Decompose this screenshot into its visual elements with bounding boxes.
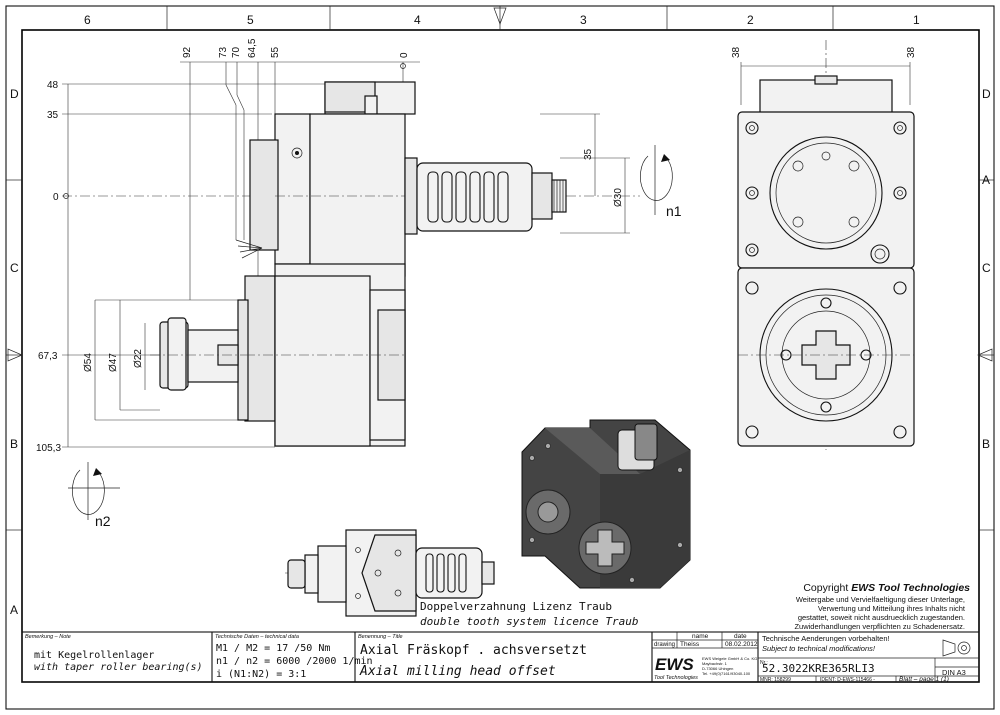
name-header: name (692, 633, 709, 640)
dim-55: 55 (270, 46, 281, 58)
drawing-date: 08.02.2012 (725, 641, 758, 648)
dim-73: 73 (218, 46, 229, 58)
title-block (21, 631, 980, 683)
row-c-left: C (10, 261, 19, 275)
dim-spindle-35: 35 (583, 148, 594, 160)
dim-d47: Ø47 (108, 353, 119, 372)
row-b-left: B (10, 437, 18, 451)
dim-92: 92 (182, 46, 193, 58)
dim-0: 0 (53, 192, 59, 203)
rotation-n1-symbol (640, 145, 673, 215)
col-2: 2 (747, 13, 754, 27)
copyright-line-3: gestattet, soweit nicht ausdruecklich zu… (798, 613, 965, 622)
dim-d22: Ø22 (133, 349, 144, 368)
tech-ratio: i (N1:N2) = 3:1 (216, 669, 306, 680)
remark-en: with taper roller bearing(s) (34, 662, 203, 673)
title-de: Axial Fräskopf . achsversetzt (360, 643, 587, 658)
row-b-right: B (982, 437, 990, 451)
dim-end-38-right: 38 (906, 46, 917, 58)
top-view (285, 529, 495, 617)
company-line-2: Maybachstr. 1 (702, 661, 728, 666)
tech-torque: M1 / M2 = 17 /50 Nm (216, 643, 330, 654)
front-view (62, 61, 640, 448)
ident: IDENT: D-EWS-115466 - (820, 677, 875, 683)
rotation-n2-symbol (68, 462, 120, 520)
mnr: MNR: 158299 (760, 677, 791, 683)
copyright-line-2: Verwertung und Mitteilung ihres Inhalts … (818, 604, 966, 613)
sheet-page: Blatt – page 1 (1) (899, 676, 949, 683)
company-line-3: D-73066 Uhingen (702, 666, 733, 671)
ews-logo: EWS (655, 655, 694, 674)
isometric-view (521, 419, 691, 589)
rotation-n1-label: n1 (666, 203, 682, 219)
drawing-name: Theiss (680, 641, 700, 648)
dim-spindle-d30: Ø30 (613, 188, 624, 207)
note-double-tooth-de: Doppelverzahnung Lizenz Traub (420, 600, 612, 613)
left-center-mark (7, 348, 23, 362)
col-6: 6 (84, 13, 91, 27)
row-c-right: C (982, 261, 991, 275)
ews-logo-sub: Tool Technologies (654, 675, 698, 681)
note-double-tooth-en: double tooth system licence Traub (420, 615, 639, 628)
title-en: Axial milling head offset (359, 664, 556, 679)
part-number: 52.3022KRE365RLI3 (762, 662, 875, 675)
title-header: Benennung – Title (358, 634, 403, 640)
company-line-1: EWS Weigele GmbH & Co. KG (702, 656, 757, 661)
nr-label: Nr.: (760, 660, 768, 666)
date-header: date (734, 633, 747, 640)
copyright-line-1: Weitergabe und Vervielfaeltigung dieser … (796, 595, 965, 604)
tech-speed: n1 / n2 = 6000 /2000 1/min (216, 656, 373, 667)
company-line-4: Tel. +49(0)7161/93040-100 (702, 671, 751, 676)
col-3: 3 (580, 13, 587, 27)
copyright-line-4: Zuwiderhandlungen verpflichten zu Schade… (794, 622, 965, 631)
dim-end-38-left: 38 (731, 46, 742, 58)
drawing-label: drawing (654, 642, 675, 648)
remark-header: Bemerkung – Note (25, 634, 71, 640)
dim-105-3: 105,3 (36, 443, 61, 454)
dim-35: 35 (47, 110, 59, 121)
right-center-mark (977, 348, 993, 362)
tech-header: Technische Daten – technical data (215, 634, 299, 640)
dim-0-top: 0 (399, 52, 410, 58)
row-d-right: D (982, 87, 991, 101)
dim-64-5: 64,5 (247, 38, 258, 58)
end-view (737, 40, 915, 450)
remark-de: mit Kegelrollenlager (34, 650, 154, 661)
col-5: 5 (247, 13, 254, 27)
dim-67-3: 67,3 (38, 351, 58, 362)
paper-format: DIN A3 (942, 668, 966, 677)
col-1: 1 (913, 13, 920, 27)
row-d-left: D (10, 87, 19, 101)
copyright-heading: Copyright EWS Tool Technologies (803, 582, 970, 594)
change-note-de: Technische Aenderungen vorbehalten! (762, 634, 890, 643)
row-a-left: A (10, 603, 18, 617)
rotation-n2-label: n2 (95, 513, 111, 529)
dim-d54: Ø54 (83, 353, 94, 372)
top-center-mark (493, 7, 507, 25)
col-4: 4 (414, 13, 421, 27)
change-note-en: Subject to technical modifications! (762, 644, 876, 653)
dim-48: 48 (47, 80, 59, 91)
dim-70: 70 (231, 46, 242, 58)
copyright-brand: EWS Tool Technologies (851, 582, 970, 594)
row-a-right: A (982, 173, 990, 187)
copyright-prefix: Copyright (803, 582, 851, 594)
